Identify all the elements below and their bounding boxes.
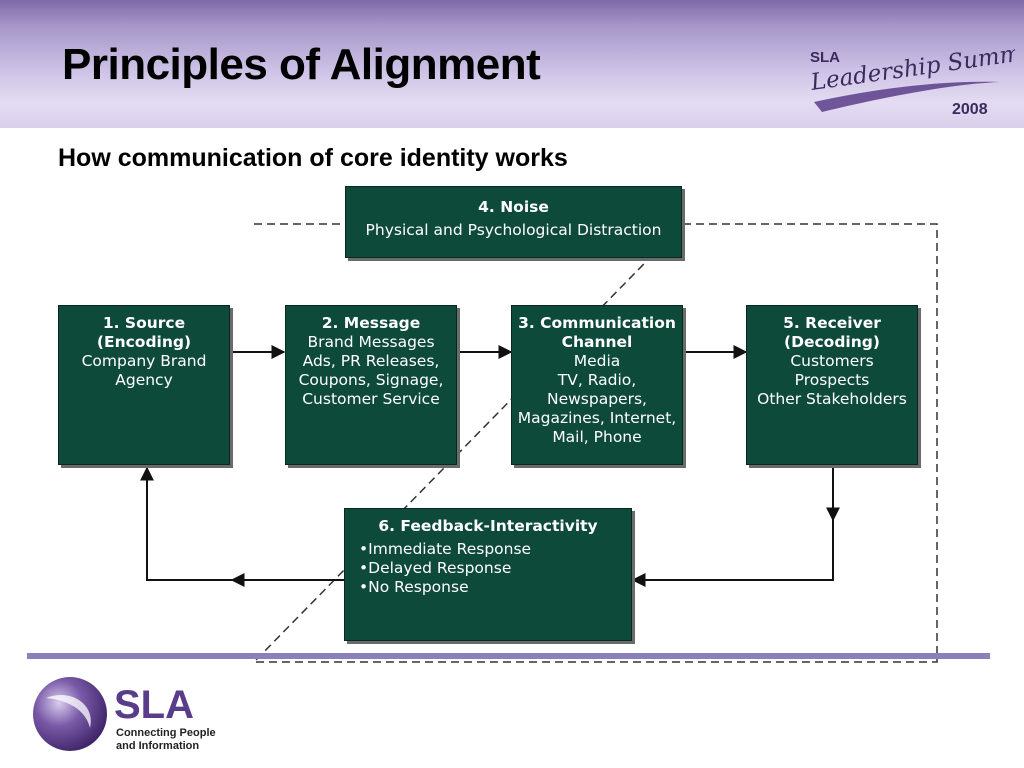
noise-detail: Physical and Psychological Distraction [365,221,662,239]
message-line: Ads, PR Releases, [302,352,440,370]
channel-line: Mail, Phone [552,428,642,446]
feedback-item: Immediate Response [359,540,631,559]
channel-heading-2: Channel [561,333,633,351]
page-title: Principles of Alignment [62,40,541,89]
channel-box: 3. Communication Channel Media TV, Radio… [511,305,683,465]
receiver-heading-2: (Decoding) [784,333,880,351]
subtitle: How communication of core identity works [58,144,568,172]
feedback-box: 6. Feedback-Interactivity Immediate Resp… [344,508,632,641]
logo-sla-text: SLA [810,49,840,66]
logo-year-text: 2008 [952,101,988,118]
channel-line: TV, Radio, [557,371,637,389]
receiver-heading-1: 5. Receiver [783,314,881,332]
feedback-list: Immediate Response Delayed Response No R… [359,540,631,597]
arrow-to-source [140,466,232,581]
message-line: Coupons, Signage, [298,371,444,389]
source-box: 1. Source (Encoding) Company Brand Agenc… [58,305,230,465]
arrow-to-feedback [631,520,834,587]
feedback-item: No Response [359,578,631,597]
source-line: Agency [115,371,173,389]
sla-logo: SLA Connecting People and Information [33,677,216,752]
message-box: 2. Message Brand Messages Ads, PR Releas… [285,305,457,465]
message-line: Customer Service [302,390,440,408]
receiver-line: Other Stakeholders [757,390,907,408]
message-heading: 2. Message [321,314,421,332]
leadership-summit-logo: SLA Leadership Summit 2008 [808,40,1015,118]
footer-rule [27,653,990,659]
message-line: Brand Messages [307,333,435,351]
sla-tagline-2: and Information [116,740,199,752]
sla-orb-icon [33,677,107,751]
feedback-heading: 6. Feedback-Interactivity [378,517,598,535]
receiver-box: 5. Receiver (Decoding) Customers Prospec… [746,305,918,465]
feedback-item: Delayed Response [359,559,631,578]
channel-line: Newspapers, [547,390,647,408]
title-banner [0,0,1024,128]
sla-name: SLA [114,683,194,727]
noise-box: 4. Noise Physical and Psychological Dist… [345,186,682,258]
receiver-line: Prospects [794,371,870,389]
noise-heading: 4. Noise [478,198,549,216]
channel-heading-1: 3. Communication [518,314,676,332]
channel-line: Magazines, Internet, [517,409,677,427]
source-heading-1: 1. Source [102,314,186,332]
sla-tagline-1: Connecting People [116,727,216,739]
receiver-line: Customers [790,352,874,370]
channel-line: Media [573,352,621,370]
source-heading-2: (Encoding) [96,333,192,351]
source-line: Company Brand [81,352,207,370]
